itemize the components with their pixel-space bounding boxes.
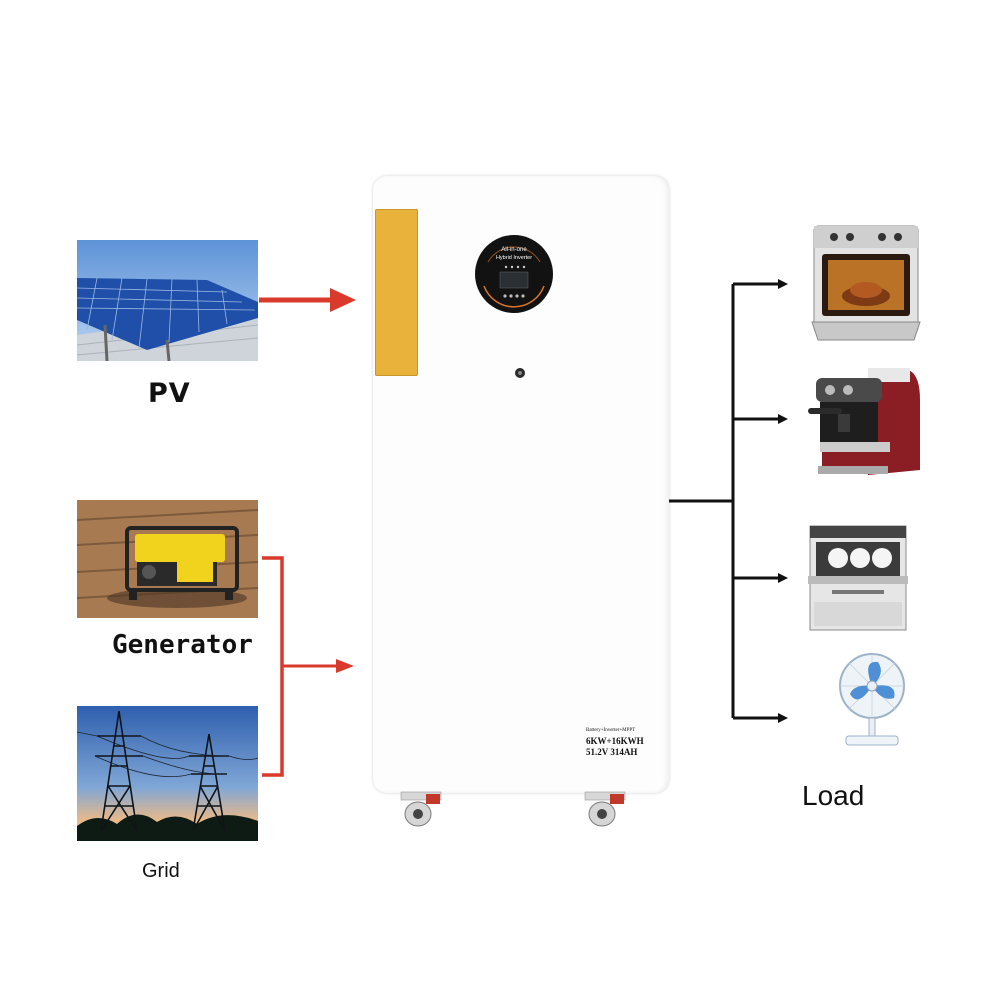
generator-label: Generator: [112, 630, 253, 660]
power-tower-icon: [77, 706, 258, 841]
power-button-icon: [515, 368, 525, 378]
fan-icon: [839, 653, 905, 746]
caster-wheel-left-icon: [400, 791, 442, 827]
load-distribution-arrows: [669, 279, 788, 723]
display-line1: All-in-one: [501, 247, 527, 253]
display-line2: Hybrid Inverter: [496, 255, 532, 261]
coffee-machine-icon: [808, 368, 920, 475]
generator-grid-arrow: [262, 556, 354, 777]
load-label: Load: [802, 780, 865, 811]
grid-label: Grid: [142, 860, 180, 882]
oven-icon: [811, 225, 921, 341]
rating-line1: Battery+Inverter+MPPT: [586, 728, 636, 733]
rating-line3: 51.2V 314AH: [586, 747, 638, 757]
dishwasher-icon: [808, 525, 908, 631]
pv-label: PV: [148, 378, 191, 409]
side-accent-panel: [375, 209, 418, 376]
rating-line2: 6KW+16KWH: [586, 736, 644, 746]
caster-wheel-right-icon: [584, 791, 626, 827]
pv-arrow: [259, 288, 356, 312]
solar-panel-icon: [77, 240, 258, 361]
inverter-display: All-in-one Hybrid Inverter: [475, 235, 553, 313]
generator-icon: [77, 500, 258, 618]
rating-label: Battery+Inverter+MPPT 6KW+16KWH 51.2V 31…: [586, 728, 644, 757]
